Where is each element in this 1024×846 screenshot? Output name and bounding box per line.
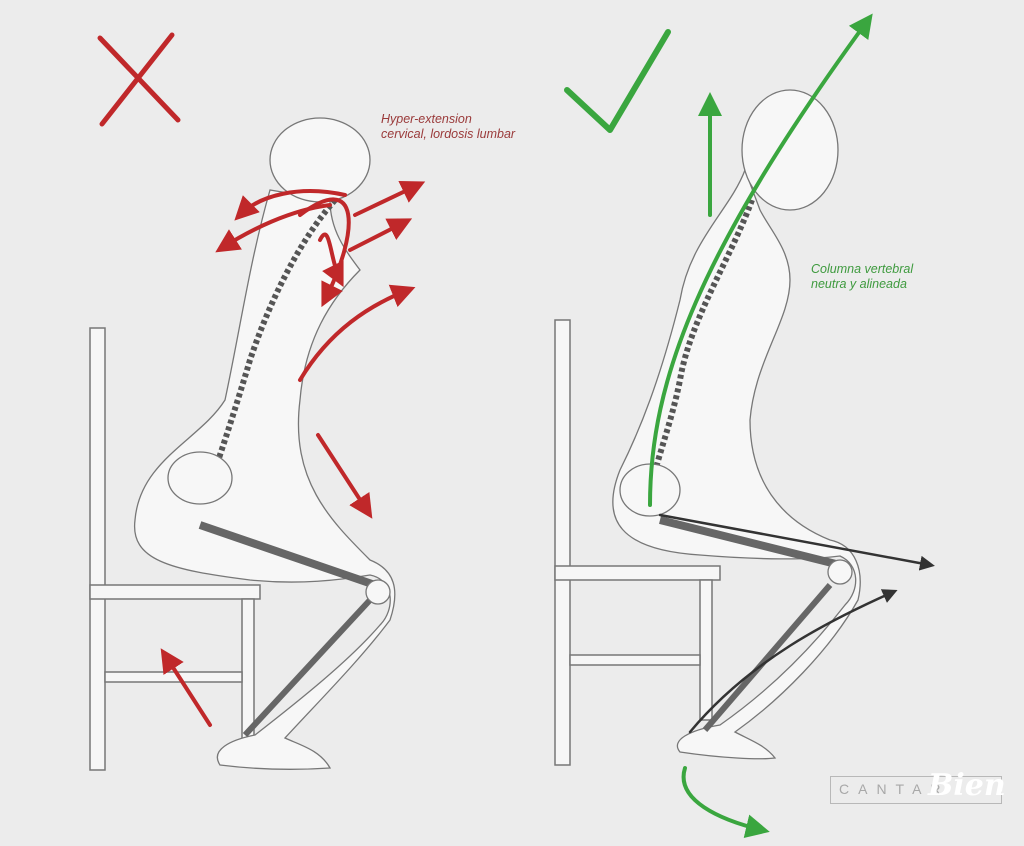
red-force-arrows: [160, 181, 426, 727]
annotation-good-posture: Columna vertebral neutra y alineada: [811, 262, 913, 292]
logo-text: CANTAR: [839, 781, 950, 797]
annotation-line: neutra y alineada: [811, 277, 907, 291]
chair-left: [89, 327, 261, 771]
check-mark-icon: [564, 29, 671, 133]
annotation-line: cervical, lordosis lumbar: [381, 127, 516, 141]
logo-script: Bien: [928, 768, 1006, 803]
annotation-bad-posture: Hyper-extension cervical, lordosis lumba…: [381, 112, 515, 142]
annotation-line: Hyper-extension: [381, 112, 472, 126]
annotation-line: Columna vertebral: [811, 262, 914, 276]
figure-bad-posture: [133, 117, 396, 770]
figure-good-posture: [612, 89, 861, 760]
watermark-logo: CANTAR: [830, 776, 1002, 804]
cross-mark-icon: [97, 32, 181, 127]
green-alignment-arrows: [648, 13, 873, 838]
dark-direction-arrows: [658, 513, 935, 734]
chair-right: [554, 319, 721, 766]
